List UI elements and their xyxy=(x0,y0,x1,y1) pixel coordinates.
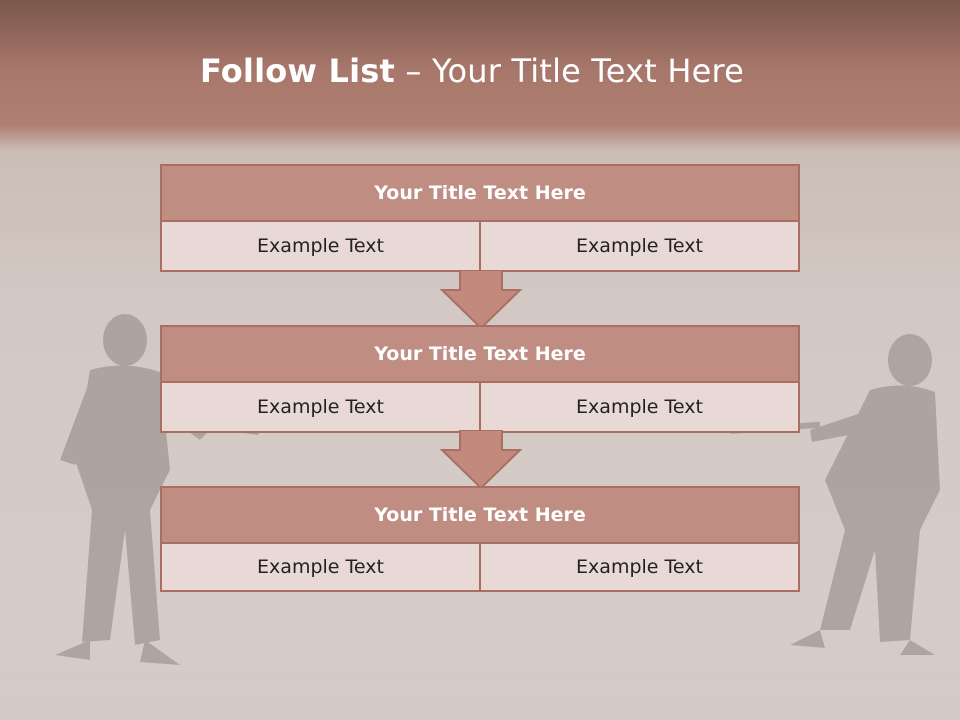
down-arrow-icon xyxy=(439,430,523,490)
slide-title-dash: – xyxy=(395,52,432,90)
list-block-3-title: Your Title Text Here xyxy=(162,488,798,544)
list-block-2-right-cell: Example Text xyxy=(479,383,798,431)
slide-title-bold: Follow List xyxy=(199,52,396,90)
list-block-2-row: Example Text Example Text xyxy=(162,383,798,431)
list-block-1-title: Your Title Text Here xyxy=(162,166,798,222)
list-block-1: Your Title Text Here Example Text Exampl… xyxy=(160,164,800,272)
slide-title: Follow List – Your Title Text Here xyxy=(0,52,944,90)
list-block-3: Your Title Text Here Example Text Exampl… xyxy=(160,486,800,592)
down-arrow-icon xyxy=(439,270,523,330)
list-block-3-row: Example Text Example Text xyxy=(162,544,798,590)
list-block-3-left-cell: Example Text xyxy=(162,544,479,590)
list-block-2-left-cell: Example Text xyxy=(162,383,479,431)
list-block-2-title: Your Title Text Here xyxy=(162,327,798,383)
list-block-1-row: Example Text Example Text xyxy=(162,222,798,270)
list-block-2: Your Title Text Here Example Text Exampl… xyxy=(160,325,800,433)
list-block-3-right-cell: Example Text xyxy=(479,544,798,590)
list-block-1-left-cell: Example Text xyxy=(162,222,479,270)
slide-title-rest: Your Title Text Here xyxy=(432,52,745,90)
list-block-1-right-cell: Example Text xyxy=(479,222,798,270)
